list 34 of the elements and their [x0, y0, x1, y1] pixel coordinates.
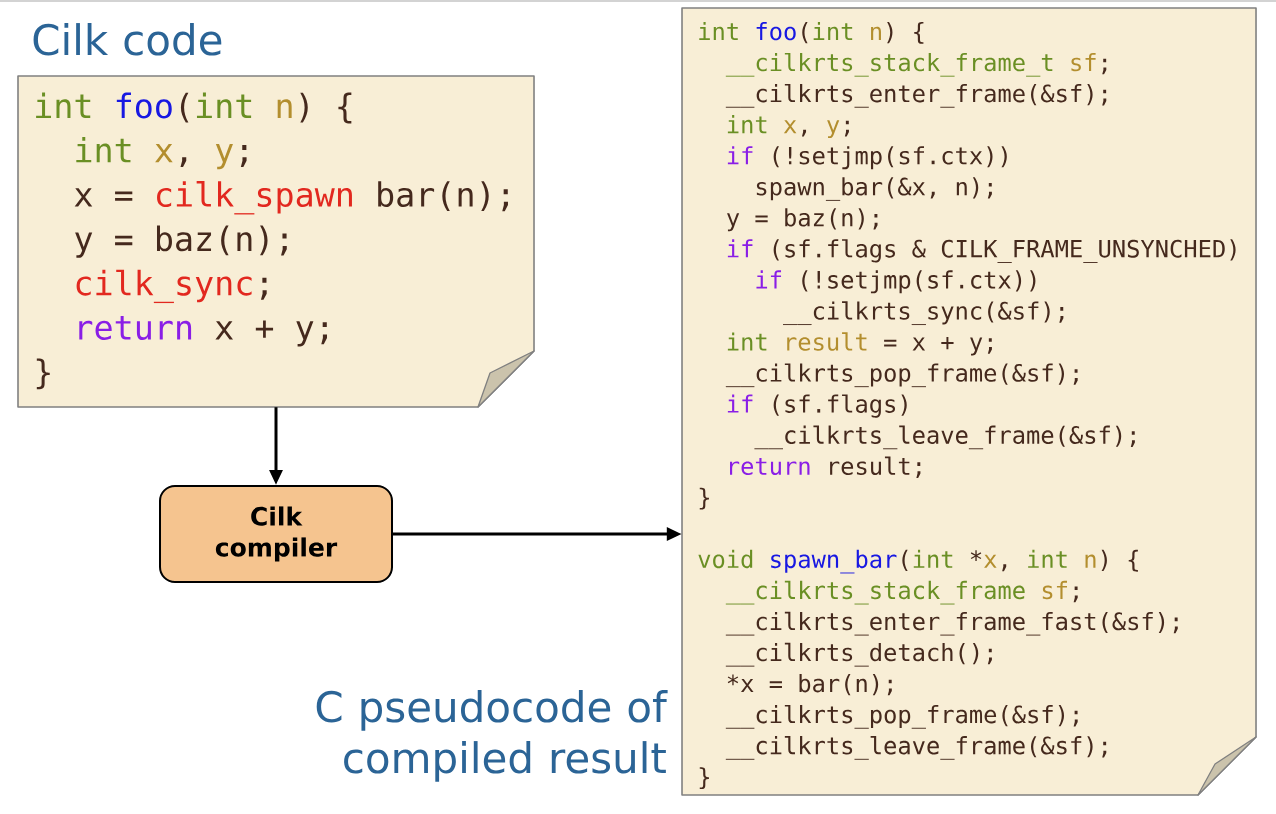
process-box: Cilk compiler [159, 485, 393, 583]
code-line: if (!setjmp(sf.ctx)) [727, 146, 1007, 170]
code-line: cilk_sync; [76, 269, 267, 304]
code-line: __cilkrts_pop_frame(&sf); [725, 363, 1078, 388]
code-line: __cilkrts_pop_frame(&sf); [725, 704, 1078, 729]
code-line: y = baz(n); [727, 208, 878, 232]
code-line: x = cilk_spawn bar(n); [74, 181, 508, 215]
code-line: int foo(int n) { [699, 21, 924, 44]
code-line: __cilkrts_detach(); [725, 642, 992, 667]
code-line: y = baz(n); [75, 225, 287, 258]
code-line: __cilkrts_leave_frame(&sf); [725, 736, 1107, 760]
code-line: *x = bar(n); [727, 674, 892, 696]
heading: Cilk code [33, 23, 222, 56]
code-line: if (!setjmp(sf.ctx)) [756, 270, 1036, 294]
code-line: } [699, 767, 709, 790]
code-line: int x, y; [76, 136, 247, 170]
code-line: return x + y; [79, 316, 327, 347]
code-line: } [699, 487, 709, 510]
heading: C pseudocode of compiled result [316, 690, 668, 782]
code-line: __cilkrts_enter_frame(&sf); [725, 83, 1107, 108]
code-line: if (sf.flags & CILK_FRAME_UNSYNCHED) [727, 239, 1236, 263]
code-line: int x, y; [727, 115, 849, 139]
code-line: __cilkrts_stack_frame sf; [725, 580, 1078, 605]
code-line: __cilkrts_sync(&sf); [783, 301, 1064, 326]
code-line: void spawn_bar(int *x, int n) { [698, 549, 1138, 574]
code-line: int result = x + y; [727, 332, 992, 356]
code-line: __cilkrts_enter_frame_fast(&sf); [725, 611, 1178, 636]
code-line: __cilkrts_leave_frame(&sf); [754, 425, 1135, 450]
code-line: __cilkrts_stack_frame_t sf; [725, 52, 1107, 77]
code-line: if (sf.flags) [727, 394, 907, 418]
code-line: } [36, 358, 50, 390]
code-line: return result; [730, 456, 921, 478]
code-line: spawn_bar(&x, n); [756, 177, 992, 201]
code-line: int foo(int n) { [36, 92, 352, 124]
